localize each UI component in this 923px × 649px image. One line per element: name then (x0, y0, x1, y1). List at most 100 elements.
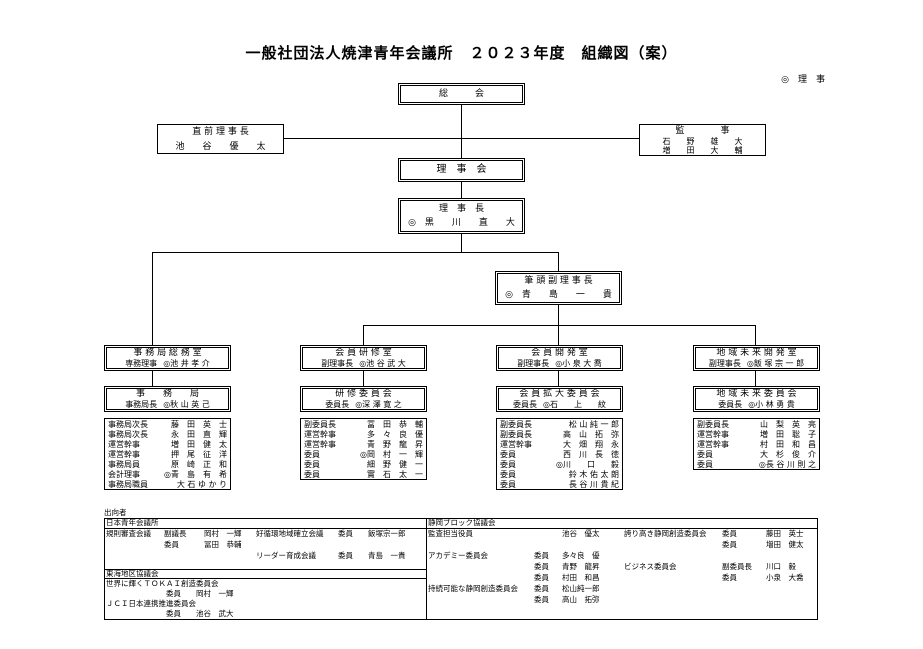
jc-japan-heading: 日本青年会議所 (106, 518, 159, 527)
committee-box-4: 地 域 未 来 委 員 会 委員長◎小 林 勇 貴 (693, 386, 820, 412)
member-row: 運営幹事大 畑 翔 永 (500, 440, 619, 450)
shizuoka-cell: 委員 (534, 551, 549, 560)
shizuoka-cell: 村田 和昌 (562, 573, 600, 582)
shizuoka-cell: 委員 (534, 573, 549, 582)
shizuoka-cell: 池谷 優太 (562, 529, 600, 538)
member-row: 会計理事◎青 島 有 希 (108, 470, 227, 480)
committee-box-1: 事 務 局 事務局長◎秋 山 英 己 (104, 386, 231, 412)
office-box-4: 地 域 未 来 開 発 室 副理事長◎飯 塚 宗 一 郎 (693, 345, 820, 371)
committee-name-1: ◎秋 山 英 己 (163, 400, 210, 409)
committee-title-3: 会 員 拡 大 委 員 会 (519, 389, 600, 399)
shizuoka-cell: 委員 (534, 584, 549, 593)
office-name-3: ◎小 泉 大 喬 (555, 359, 602, 368)
member-row: 委員◎岡 村 一 輝 (304, 450, 423, 460)
member-row: 事務局次長 永 田 直 輝 (108, 430, 227, 440)
office-role-4: 副理事長 (708, 359, 741, 368)
member-name: ◎長 谷 川 則 之 (758, 460, 816, 469)
member-name: ◎岡 村 一 輝 (360, 450, 423, 459)
committee-title-1: 事 務 局 (135, 389, 199, 399)
jc-japan-cell: 青島 一貴 (368, 551, 406, 560)
president-title: 理 事 長 (438, 204, 484, 214)
committee-name-4: ◎小 林 勇 貴 (748, 400, 795, 409)
member-name: 押 尾 征 洋 (171, 450, 227, 459)
member-role: 運営幹事 (108, 450, 140, 459)
shizuoka-cell: 委員 (722, 529, 737, 538)
member-row: 副委員長冨 田 恭 輔 (304, 420, 423, 430)
senior-vp-title: 筆 頭 副 理 事 長 (524, 276, 593, 286)
member-role: 事務局員 (108, 460, 140, 469)
jc-japan-cell: 岡村 一輝 (204, 529, 242, 538)
past-president-box: 直 前 理 事 長 池 谷 優 太 (157, 124, 284, 154)
member-role: 運営幹事 (304, 430, 336, 439)
past-president-title: 直 前 理 事 長 (192, 127, 249, 137)
tokai-heading: 東海地区協議会 (106, 569, 159, 578)
member-name: 冨 田 恭 輔 (367, 420, 423, 429)
tokai-row: 委員 池谷 武大 (166, 609, 234, 618)
member-name: 鈴 木 佑 太 朗 (568, 470, 619, 479)
member-list-3: 副委員長松 山 純 一 郎副委員長高 山 拓 弥運営幹事大 畑 翔 永委員西 川… (496, 418, 623, 490)
member-name: 大 石 ゆ か り (176, 480, 227, 489)
member-row: 委員 鈴 木 佑 太 朗 (500, 470, 619, 480)
shizuoka-cell: アカデミー委員会 (428, 551, 488, 560)
committee-title-2: 研 修 委 員 会 (335, 389, 392, 399)
member-row: 委員西 川 長 徳 (500, 450, 619, 460)
member-name: 青 野 龍 昇 (367, 440, 423, 449)
shizuoka-cell: 多々良 優 (562, 551, 600, 560)
connector-com1 (152, 371, 153, 386)
shizuoka-cell: 委員 (534, 562, 549, 571)
member-row: 事務局員 原 崎 正 和 (108, 460, 227, 470)
office-role-1: 専務理事 (125, 359, 158, 368)
member-row: 委員 ◎川 口 毅 (500, 460, 619, 470)
member-list-4: 副委員長山 梨 英 亮運営幹事増 田 聡 子運営幹事村 田 和 昌委員大 杉 俊… (693, 418, 820, 470)
general-assembly-box: 総 会 (398, 83, 525, 105)
member-role: 委員 (500, 470, 516, 479)
member-role: 委員 (500, 450, 516, 459)
jc-japan-cell: 冨田 恭輔 (204, 540, 242, 549)
shizuoka-cell: 松山純一郎 (562, 584, 600, 593)
auditor-box: 監 事 石 野 雄 大 増 田 大 輔 (639, 124, 766, 156)
shizuoka-cell: 藤田 英士 (766, 529, 804, 538)
member-row: 運営幹事増 田 健 太 (108, 440, 227, 450)
tokai-header-line (104, 578, 426, 579)
member-role: 運営幹事 (108, 440, 140, 449)
connector-office-row (363, 325, 755, 326)
jc-japan-cell: リーダー育成会議 (256, 551, 316, 560)
tokai-top-line (104, 569, 426, 570)
member-name: 藤 田 英 士 (171, 420, 227, 429)
member-name: 原 崎 正 和 (171, 460, 227, 469)
connector-branch-top (152, 252, 559, 253)
shizuoka-cell: 小泉 大喬 (766, 573, 804, 582)
shizuoka-cell: 委員 (534, 595, 549, 604)
tokai-row: 世界に輝くＴＯＫＡＩ創造委員会 (106, 579, 219, 588)
member-role: 副委員長 (697, 420, 729, 429)
office-name-2: ◎池 谷 武 大 (359, 359, 406, 368)
member-row: 副委員長山 梨 英 亮 (697, 420, 816, 430)
member-role: 委員 (500, 460, 516, 469)
connector-advisor-left (284, 138, 461, 139)
member-row: 委員大 杉 俊 介 (697, 450, 816, 460)
member-name: 永 田 直 輝 (171, 430, 227, 439)
member-name: ◎川 口 毅 (556, 460, 619, 469)
member-role: 副委員長 (500, 430, 532, 439)
office-name-1: ◎池 井 孝 介 (163, 359, 210, 368)
member-role: 運営幹事 (697, 430, 729, 439)
member-role: 委員 (304, 460, 320, 469)
senior-vp-name: ◎ 青 島 一 貴 (505, 290, 612, 300)
member-role: 運営幹事 (697, 440, 729, 449)
member-role: 副委員長 (500, 420, 532, 429)
committee-box-2: 研 修 委 員 会 委員長◎深 澤 寛 之 (300, 386, 427, 412)
board-box: 理 事 会 (398, 158, 525, 182)
jc-japan-cell: 好循環地域確立会議 (256, 529, 324, 538)
office-name-4: ◎飯 塚 宗 一 郎 (746, 359, 805, 368)
shizuoka-cell: 誇り高き静岡創造委員会 (624, 529, 707, 538)
shizuoka-cell: 委員 (722, 540, 737, 549)
member-row: 事務局職員大 石 ゆ か り (108, 480, 227, 490)
connector-main-vertical (461, 104, 462, 198)
shizuoka-cell: 持続可能な静岡創造委員会 (428, 584, 518, 593)
member-role: 事務局次長 (108, 430, 148, 439)
shizuoka-cell: ビジネス委員会 (624, 562, 677, 571)
member-name: 細 野 健 一 (367, 460, 423, 469)
office-box-2: 会 員 研 修 室 副理事長◎池 谷 武 大 (300, 345, 427, 371)
shizuoka-cell: 監査担当役員 (428, 529, 473, 538)
shizuoka-cell: 青野 龍昇 (562, 562, 600, 571)
